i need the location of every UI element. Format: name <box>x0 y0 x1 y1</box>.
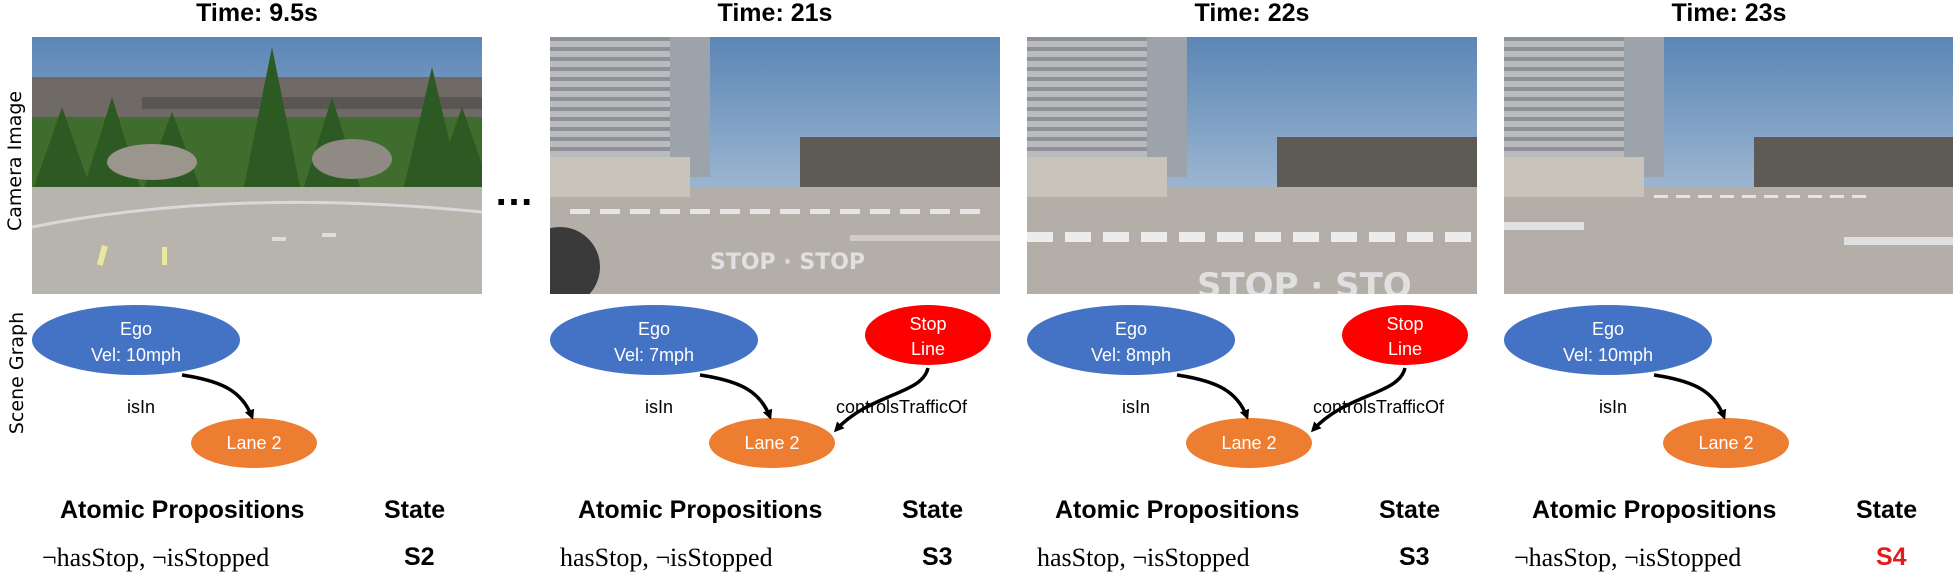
atomic-propositions-value: ¬hasStop, ¬isStopped <box>1514 543 1742 572</box>
svg-text:STOP · STO: STOP · STO <box>1197 266 1412 294</box>
stop-line-label-1: Stop <box>1386 314 1423 334</box>
ego-velocity-label: Vel: 7mph <box>614 345 694 365</box>
ego-velocity-label: Vel: 10mph <box>1563 345 1653 365</box>
camera-scene: STOP · STO <box>1027 37 1477 294</box>
camera-image: STOP · STOP <box>550 37 1000 294</box>
isin-edge-label: isIn <box>645 397 673 417</box>
lane-node-label: Lane 2 <box>1698 433 1753 453</box>
svg-text:STOP · STOP: STOP · STOP <box>710 250 865 275</box>
state-header: State <box>384 496 446 524</box>
state-header: State <box>1856 496 1918 524</box>
lane-node-label: Lane 2 <box>744 433 799 453</box>
ego-node <box>1504 305 1712 375</box>
state-value: S4 <box>1876 543 1907 571</box>
isin-edge <box>1176 373 1250 420</box>
lane-node <box>1186 418 1312 468</box>
camera-image-row-label: Camera Image <box>4 90 26 231</box>
stop-line-label-2: Line <box>1388 339 1422 359</box>
atomic-propositions-header: Atomic Propositions <box>60 496 305 524</box>
stop-line-group: Stop Line controlsTrafficOf <box>1310 305 1468 433</box>
camera-image: STOP · STO <box>1027 37 1477 294</box>
scene-graph: Ego Vel: 7mph Lane 2 isIn Stop Line cont… <box>550 305 1000 470</box>
stop-line-node <box>1342 305 1468 365</box>
ego-node <box>1027 305 1235 375</box>
scene-graph-svg: Ego Vel: 7mph Lane 2 isIn Stop Line cont… <box>550 305 991 468</box>
ego-node <box>32 305 240 375</box>
camera-image <box>32 37 482 294</box>
state-value: S3 <box>922 543 953 571</box>
isin-edge-label: isIn <box>1122 397 1150 417</box>
timestamp-title: Time: 9.5s <box>196 0 318 27</box>
timestep-panel-3: Time: 22s STOP · STO Ego Vel: 8mph Lane … <box>1027 0 1477 577</box>
lane-node-label: Lane 2 <box>226 433 281 453</box>
controls-edge <box>833 367 930 433</box>
stop-line-label-1: Stop <box>909 314 946 334</box>
timestamp-title: Time: 22s <box>1194 0 1310 27</box>
camera-image <box>1504 37 1953 294</box>
stop-line-label-2: Line <box>911 339 945 359</box>
ego-velocity-label: Vel: 8mph <box>1091 345 1171 365</box>
stop-line-node <box>865 305 991 365</box>
stop-line-group: Stop Line controlsTrafficOf <box>833 305 991 433</box>
timestamp-title: Time: 23s <box>1671 0 1787 27</box>
state-value: S2 <box>404 543 435 571</box>
atomic-propositions-header: Atomic Propositions <box>578 496 823 524</box>
lane-node-label: Lane 2 <box>1221 433 1276 453</box>
controls-edge <box>1310 367 1407 433</box>
lane-node <box>1663 418 1789 468</box>
ego-node-label: Ego <box>638 319 670 339</box>
camera-scene <box>32 37 482 294</box>
timestep-panel-1: Time: 9.5s Ego Vel: 10mph Lane 2 isIn <box>32 0 482 577</box>
ego-node-label: Ego <box>1115 319 1147 339</box>
ego-velocity-label: Vel: 10mph <box>91 345 181 365</box>
atomic-propositions-header: Atomic Propositions <box>1055 496 1300 524</box>
scene-graph: Ego Vel: 8mph Lane 2 isIn Stop Line cont… <box>1027 305 1477 470</box>
isin-edge <box>1653 373 1727 420</box>
isin-edge-label: isIn <box>127 397 155 417</box>
scene-graph-svg: Ego Vel: 10mph Lane 2 isIn <box>1504 305 1789 468</box>
atomic-propositions-value: hasStop, ¬isStopped <box>560 543 773 572</box>
ellipsis: … <box>494 170 536 214</box>
isin-edge <box>699 373 773 420</box>
timestamp-title: Time: 21s <box>717 0 833 27</box>
timestep-panel-4: Time: 23s Ego Vel: 10mph Lane 2 isIn <box>1504 0 1953 577</box>
scene-graph-svg: Ego Vel: 10mph Lane 2 isIn <box>32 305 317 468</box>
state-header: State <box>902 496 964 524</box>
timestep-panel-2: Time: 21s STOP · STOP Ego Vel: 7mph Lane… <box>550 0 1000 577</box>
scene-graph-svg: Ego Vel: 8mph Lane 2 isIn Stop Line cont… <box>1027 305 1468 468</box>
lane-node <box>191 418 317 468</box>
ego-node-label: Ego <box>1592 319 1624 339</box>
lane-node <box>709 418 835 468</box>
scene-graph: Ego Vel: 10mph Lane 2 isIn <box>1504 305 1953 470</box>
state-value: S3 <box>1399 543 1430 571</box>
isin-edge <box>181 373 255 420</box>
controls-edge-label: controlsTrafficOf <box>1313 397 1445 417</box>
scene-graph: Ego Vel: 10mph Lane 2 isIn <box>32 305 482 470</box>
scene-graph-row-label: Scene Graph <box>6 311 28 435</box>
atomic-propositions-header: Atomic Propositions <box>1532 496 1777 524</box>
ego-node-label: Ego <box>120 319 152 339</box>
atomic-propositions-value: hasStop, ¬isStopped <box>1037 543 1250 572</box>
ego-node <box>550 305 758 375</box>
controls-edge-label: controlsTrafficOf <box>836 397 968 417</box>
state-header: State <box>1379 496 1441 524</box>
camera-scene <box>1504 37 1953 294</box>
isin-edge-label: isIn <box>1599 397 1627 417</box>
camera-scene: STOP · STOP <box>550 37 1000 294</box>
atomic-propositions-value: ¬hasStop, ¬isStopped <box>42 543 270 572</box>
